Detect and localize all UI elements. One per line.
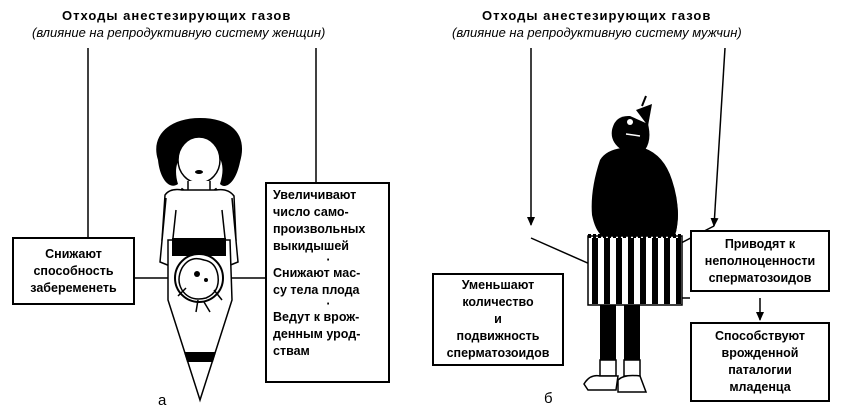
box-line: выкидышей: [273, 239, 349, 253]
box-line: число само-: [273, 205, 349, 219]
panel-label-b: б: [544, 390, 553, 407]
box-line: паталогии: [728, 363, 792, 377]
box-line: Уменьшают: [461, 278, 535, 292]
panel-label-a: а: [158, 392, 167, 409]
box-line: подвижность: [456, 329, 540, 343]
box-sperm-quantity: Уменьшают количество и подвижность сперм…: [432, 273, 564, 366]
box-line: врожденной: [721, 346, 799, 360]
box-line: Приводят к: [724, 236, 796, 251]
separator-dot: ·: [326, 253, 331, 267]
box-line: младенца: [729, 380, 791, 394]
box-reduce-conception: Снижают способность забеременеть: [12, 237, 135, 305]
box-line: сперматозоидов: [708, 270, 812, 285]
man-figure: [583, 95, 683, 393]
box-line: Увеличивают: [273, 188, 357, 202]
box-line: денным урод-: [273, 327, 361, 341]
box-congenital-pathology: Способствуют врожденной паталогии младен…: [690, 322, 830, 402]
box-line: су тела плода: [273, 283, 360, 297]
box-line: Ведут к врож-: [273, 310, 360, 324]
box-sperm-quality: Приводят к неполноценности сперматозоидо…: [690, 230, 830, 292]
box-line: Способствуют: [714, 329, 806, 343]
box-line: количество: [462, 295, 534, 309]
box-line: забеременеть: [30, 280, 117, 295]
box-line: ствам: [273, 344, 310, 358]
box-line: Снижают мас-: [273, 266, 361, 280]
woman-figure: [156, 118, 243, 403]
right-panel-subtitle: (влияние на репродуктивную систему мужчи…: [452, 25, 742, 40]
separator-dot: ·: [326, 297, 331, 311]
left-panel-title: Отходы анестезирующих газов: [62, 8, 292, 23]
left-panel-subtitle: (влияние на репродуктивную систему женщи…: [32, 25, 326, 40]
box-line: неполноценности: [704, 253, 816, 268]
box-line: Снижают: [45, 246, 102, 261]
right-panel-title: Отходы анестезирующих газов: [482, 8, 712, 23]
box-line: произвольных: [273, 222, 366, 236]
box-line: и: [494, 312, 502, 326]
box-line: способность: [33, 263, 114, 278]
box-line: сперматозоидов: [446, 346, 550, 360]
box-pregnancy-effects: Увеличивают число само- произвольных вык…: [265, 182, 390, 383]
